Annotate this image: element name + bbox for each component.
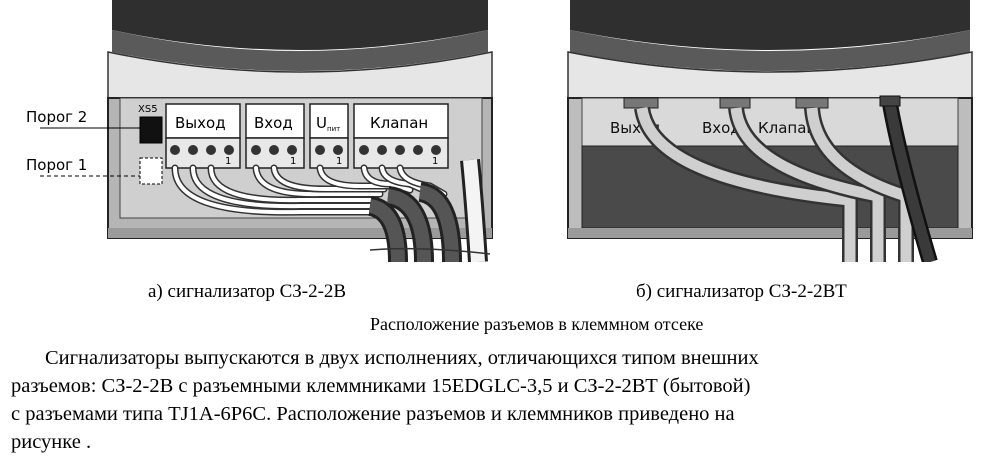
figure-a-wires bbox=[171, 164, 448, 216]
figure-a-cables bbox=[367, 159, 488, 262]
terminal-valve-pin: 1 bbox=[432, 156, 438, 167]
figure-b-terminal-compartment: Выход Вход Клапан bbox=[567, 0, 973, 262]
terminal-block-out: Выход 1 bbox=[165, 103, 241, 169]
threshold1-jumper bbox=[139, 157, 163, 185]
figure-a-housing-dome bbox=[112, 0, 488, 50]
paragraph-line: рисунке . bbox=[11, 431, 92, 453]
jack-out bbox=[623, 97, 659, 109]
figure-a-housing-band bbox=[107, 51, 493, 99]
terminal-block-valve: Клапан 1 bbox=[353, 103, 449, 169]
paragraph-line: разъемов: СЗ-2-2В с разъемными клеммника… bbox=[11, 375, 751, 397]
jack-valve bbox=[795, 97, 829, 109]
jack-in bbox=[719, 97, 751, 109]
figure-b-caption: б) сигнализатор СЗ-2-2ВТ bbox=[636, 281, 847, 302]
paragraph-line: с разъемами типа TJ1A-6P6C. Расположение… bbox=[11, 403, 735, 425]
terminal-block-power: U пит 1 bbox=[309, 103, 349, 169]
figure-a-caption: а) сигнализатор СЗ-2-2В bbox=[148, 281, 347, 302]
figure-b-housing-band bbox=[567, 51, 973, 99]
xs5-label: XS5 bbox=[138, 104, 158, 115]
figure-b-cables bbox=[634, 102, 938, 262]
paragraph-line: Сигнализаторы выпускаются в двух исполне… bbox=[45, 347, 759, 369]
terminal-valve-label: Клапан bbox=[370, 114, 428, 132]
terminal-power-sub: пит bbox=[327, 125, 340, 133]
threshold1-label: Порог 1 bbox=[26, 156, 87, 174]
terminal-power-pin: 1 bbox=[336, 156, 342, 167]
body-paragraph: Сигнализаторы выпускаются в двух исполне… bbox=[11, 344, 971, 456]
terminal-out-label: Выход bbox=[175, 114, 226, 132]
figure-title: Расположение разъемов в клеммном отсеке bbox=[370, 314, 704, 334]
threshold2-jumper bbox=[139, 116, 163, 144]
threshold2-label: Порог 2 bbox=[26, 108, 87, 126]
figure-b-housing-dome bbox=[570, 0, 970, 50]
terminal-block-in: Вход 1 bbox=[245, 103, 305, 169]
figure-a-terminal-compartment: XS5 Порог 2 Порог 1 Выход 1 Вход 1 bbox=[26, 0, 493, 262]
terminal-in-pin: 1 bbox=[290, 156, 296, 167]
terminal-power-label: U bbox=[316, 114, 327, 132]
terminal-out-pin: 1 bbox=[225, 156, 231, 167]
jack-in-label: Вход bbox=[702, 119, 741, 137]
terminal-in-label: Вход bbox=[254, 114, 293, 132]
jack-valve-label: Клапан bbox=[758, 119, 816, 137]
